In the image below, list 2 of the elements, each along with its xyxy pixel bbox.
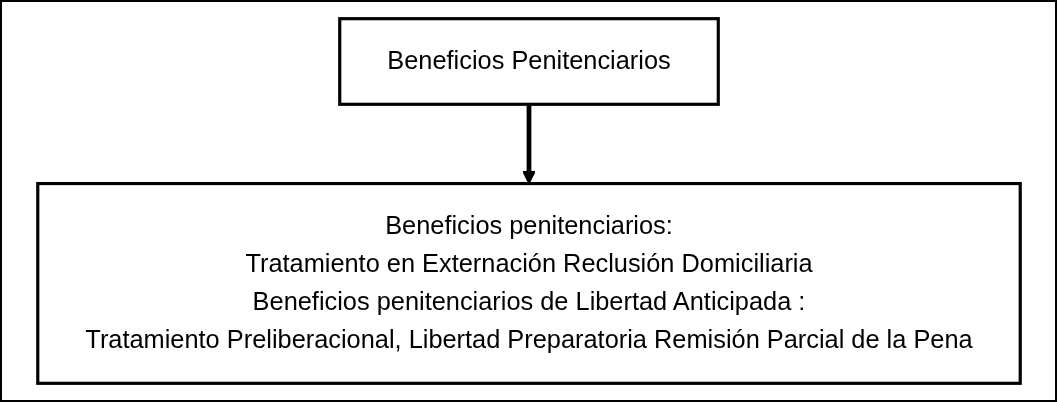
node-box: Beneficios Penitenciarios bbox=[337, 17, 720, 106]
node-box: Beneficios penitenciarios: Tratamiento en Externación Reclusión Domiciliaria Beneficios penitenciarios de Libertad Anticipada : Tratamiento Preliberacional, Libertad Preparatoria Remisión Parcial de la Pena bbox=[35, 181, 1022, 385]
